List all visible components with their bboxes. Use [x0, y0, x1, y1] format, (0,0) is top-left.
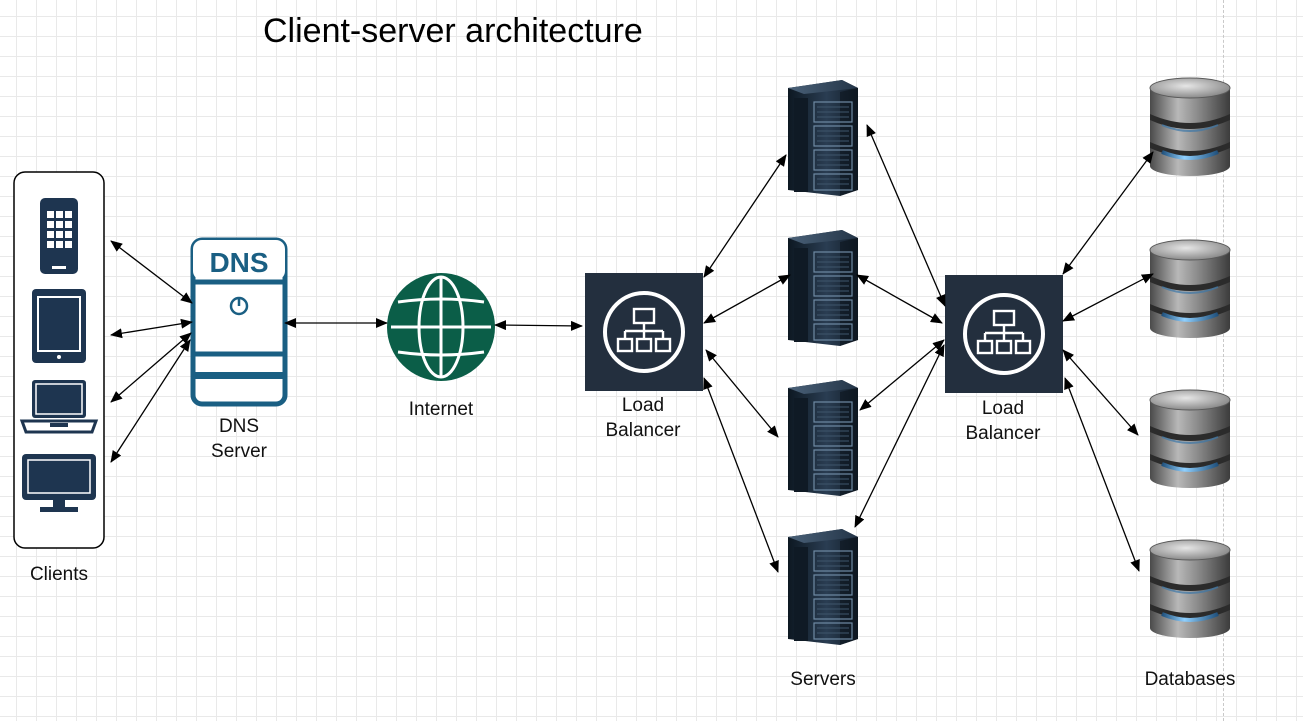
connectors — [110, 124, 1154, 573]
server-4-icon — [787, 528, 859, 646]
clients-group — [13, 171, 105, 549]
arrow-laptop-dns — [110, 332, 192, 403]
database-2-icon — [1148, 238, 1232, 340]
tablet-icon — [32, 289, 86, 363]
diagram-title: Client-server architecture — [263, 12, 643, 50]
arrow-tablet-dns — [110, 318, 193, 339]
server-1-icon — [787, 79, 859, 197]
arrow-lb2-db4 — [1064, 377, 1140, 572]
arrow-lb1-server1 — [703, 154, 787, 278]
load-balancer-2-label-line1: Load — [981, 398, 1025, 419]
database-1-icon — [1148, 76, 1232, 178]
desktop-monitor-icon — [22, 454, 96, 512]
arrow-lb2-db2 — [1062, 273, 1154, 322]
database-4-icon — [1148, 538, 1232, 640]
laptop-icon — [19, 380, 99, 434]
arrow-lb1-server4 — [703, 377, 779, 573]
dns-badge-text: DNS — [209, 247, 268, 278]
databases-label: Databases — [1144, 669, 1236, 690]
arrow-server3-lb2 — [859, 339, 945, 411]
load-balancer-1-icon — [583, 271, 705, 393]
globe-icon — [387, 273, 495, 381]
arrow-server1-lb2 — [866, 124, 946, 307]
arrow-server4-lb2 — [854, 344, 945, 528]
arrow-lb1-server2 — [703, 274, 791, 324]
internet-label: Internet — [408, 399, 474, 420]
clients-label: Clients — [29, 564, 89, 585]
load-balancer-1-label-line1: Load — [621, 395, 665, 416]
dns-label-line1: DNS — [218, 416, 260, 437]
load-balancer-2-label-line2: Balancer — [965, 423, 1041, 444]
server-3-icon — [787, 379, 859, 497]
smartphone-icon — [40, 198, 78, 274]
arrow-internet-lb1 — [494, 320, 583, 331]
arrow-lb1-server3 — [705, 349, 779, 438]
page-boundary-dashed-line — [1223, 0, 1224, 721]
load-balancer-2-icon — [943, 273, 1065, 395]
server-2-icon — [787, 229, 859, 347]
arrow-desktop-dns — [110, 339, 191, 463]
load-balancer-1-label-line2: Balancer — [605, 420, 681, 441]
arrow-lb2-db1 — [1062, 151, 1154, 275]
arrow-phone-dns — [110, 240, 193, 304]
arrow-server2-lb2 — [856, 274, 943, 324]
database-3-icon — [1148, 388, 1232, 490]
servers-label: Servers — [790, 669, 856, 690]
arrow-lb2-db3 — [1062, 349, 1139, 436]
dns-label-line2: Server — [211, 441, 267, 462]
